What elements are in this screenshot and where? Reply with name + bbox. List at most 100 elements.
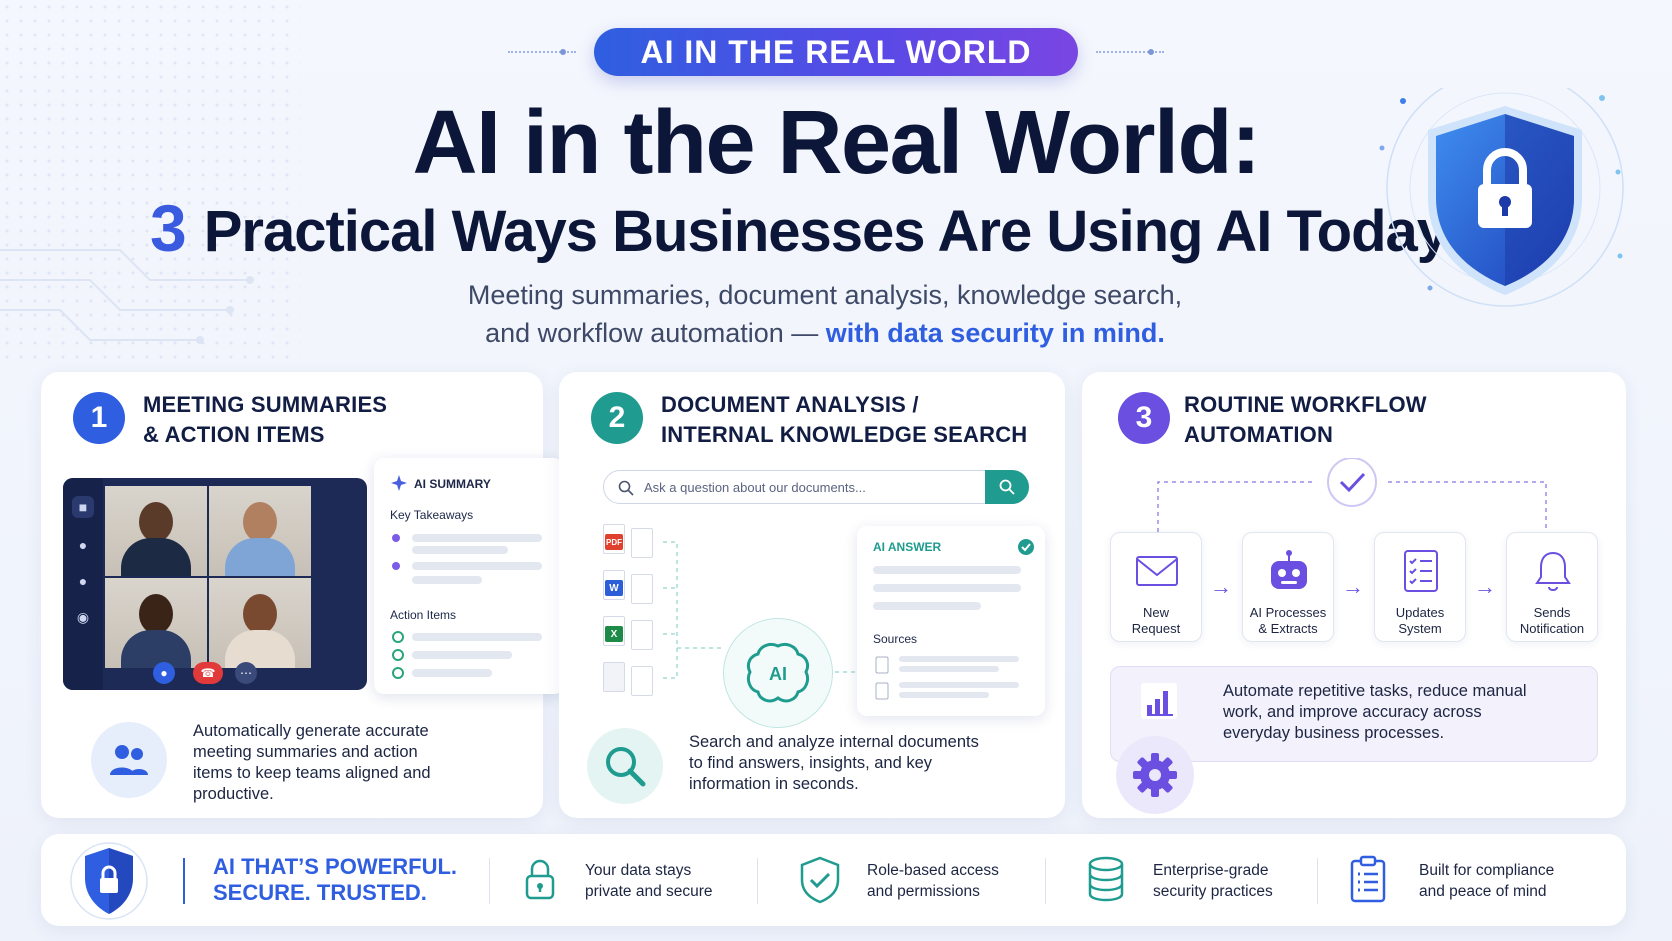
arrow-right-icon: → <box>1474 574 1496 599</box>
tagline-highlight: with data security in mind. <box>825 318 1165 348</box>
microphone-icon[interactable]: ● <box>78 573 88 589</box>
brain-label: AI <box>769 664 787 684</box>
footer-title-line1: AI THAT’S POWERFUL. <box>213 854 458 879</box>
source-document-icon <box>875 656 889 674</box>
text-placeholder-bar <box>412 633 542 641</box>
participant-body <box>225 538 295 576</box>
step-label-line1: New <box>1142 605 1169 620</box>
participant-head <box>243 594 277 634</box>
generic-document-icon <box>603 662 659 700</box>
ai-answer-panel: AI ANSWER Sources <box>857 526 1045 716</box>
video-sidebar: ■ ● ● ◉ <box>63 478 103 690</box>
card-title: ROUTINE WORKFLOW AUTOMATION <box>1184 390 1427 450</box>
search-input-placeholder[interactable]: Ask a question about our documents... <box>644 480 866 495</box>
automation-summary-box: Automate repetitive tasks, reduce manual… <box>1110 666 1598 762</box>
search-icon <box>618 480 634 496</box>
card-number-badge: 2 <box>591 392 643 444</box>
text-placeholder-bar <box>873 584 1021 592</box>
participant-head <box>243 502 277 542</box>
envelope-icon <box>1136 556 1178 586</box>
text-placeholder-bar <box>412 534 542 542</box>
tagline-line2: and workflow automation — with data secu… <box>380 314 1270 352</box>
page-title: AI in the Real World: <box>412 93 1261 193</box>
mute-button[interactable]: ● <box>153 662 175 684</box>
workflow-step-ai-processes: AI Processes& Extracts <box>1242 532 1334 642</box>
ai-summary-panel: AI SUMMARY Key Takeaways Action Items <box>374 458 564 694</box>
microphone-icon[interactable]: ● <box>78 537 88 553</box>
end-call-button[interactable]: ☎ <box>193 662 223 684</box>
connector-line <box>835 671 859 673</box>
database-icon <box>1088 856 1124 902</box>
text-placeholder-bar <box>899 656 1019 662</box>
card-title-line2: & ACTION ITEMS <box>143 422 325 447</box>
card-number-badge: 1 <box>73 392 125 444</box>
text-placeholder-bar <box>412 669 492 677</box>
bullet-dot <box>392 562 400 570</box>
video-call-window: ■ ● ● ◉ ● ☎ ⋯ <box>63 478 367 690</box>
step-label-line2: Notification <box>1519 621 1585 636</box>
text-placeholder-bar <box>899 692 989 698</box>
search-submit-button[interactable] <box>985 470 1029 504</box>
clipboard-icon <box>1350 855 1386 903</box>
header-pill-row: AI IN THE REAL WORLD <box>0 28 1672 76</box>
document-search-bar[interactable]: Ask a question about our documents... <box>603 470 1029 504</box>
footer-title: AI THAT’S POWERFUL. SECURE. TRUSTED. <box>213 854 457 906</box>
shield-check-icon <box>800 856 840 904</box>
card-description: Search and analyze internal documents to… <box>689 733 979 793</box>
tagline-line1: Meeting summaries, document analysis, kn… <box>467 280 1183 310</box>
word-tag: W <box>605 580 623 596</box>
card-document-analysis: 2 DOCUMENT ANALYSIS / INTERNAL KNOWLEDGE… <box>559 372 1065 818</box>
participant-tile <box>209 486 311 576</box>
magnifier-icon <box>587 728 663 804</box>
participant-head <box>139 594 173 634</box>
participant-tile <box>105 486 207 576</box>
more-options-button[interactable]: ⋯ <box>235 662 257 684</box>
ai-answer-label: AI ANSWER <box>873 540 942 554</box>
security-shield-icon <box>1379 88 1624 307</box>
text-placeholder-bar <box>412 546 508 554</box>
pdf-tag: PDF <box>605 534 623 550</box>
participant-head <box>139 502 173 542</box>
tagline-plain: and workflow automation — <box>485 318 826 348</box>
security-footer: AI THAT’S POWERFUL. SECURE. TRUSTED. You… <box>41 834 1626 926</box>
check-circle-icon <box>392 667 404 679</box>
search-icon <box>999 479 1015 495</box>
step-label-line2: Request <box>1131 621 1181 636</box>
pill-decor-right <box>1096 47 1164 57</box>
participant-body <box>225 630 295 668</box>
ai-brain-icon: AI <box>723 618 833 728</box>
text-placeholder-bar <box>412 651 512 659</box>
step-label-line1: Sends <box>1533 605 1571 620</box>
card-description: Automate repetitive tasks, reduce manual… <box>1223 682 1527 742</box>
footer-divider <box>489 858 490 904</box>
check-circle-icon <box>392 631 404 643</box>
robot-icon <box>1271 550 1307 589</box>
card-title-line1: MEETING SUMMARIES <box>143 392 388 417</box>
text-placeholder-bar <box>899 666 999 672</box>
participant-body <box>121 538 191 576</box>
footer-divider <box>757 858 758 904</box>
camera-icon[interactable]: ■ <box>72 496 94 518</box>
team-icon <box>91 722 167 798</box>
participant-body <box>121 630 191 668</box>
shield-lock-icon <box>70 842 148 920</box>
background-circuit-lines <box>0 249 254 344</box>
arrow-right-icon: → <box>1210 574 1232 599</box>
bullet-dot <box>392 534 400 542</box>
gear-icon <box>1116 736 1194 814</box>
lock-icon <box>525 859 555 900</box>
footer-title-line2: SECURE. TRUSTED. <box>213 880 427 905</box>
card-description: Automatically generate accurate meeting … <box>193 722 431 803</box>
word-document-icon: W <box>603 570 659 608</box>
key-takeaways-label: Key Takeaways <box>390 508 474 522</box>
participant-tile <box>105 578 207 668</box>
sources-label: Sources <box>873 632 918 646</box>
participants-icon[interactable]: ◉ <box>76 608 90 625</box>
participant-tile <box>209 578 311 668</box>
